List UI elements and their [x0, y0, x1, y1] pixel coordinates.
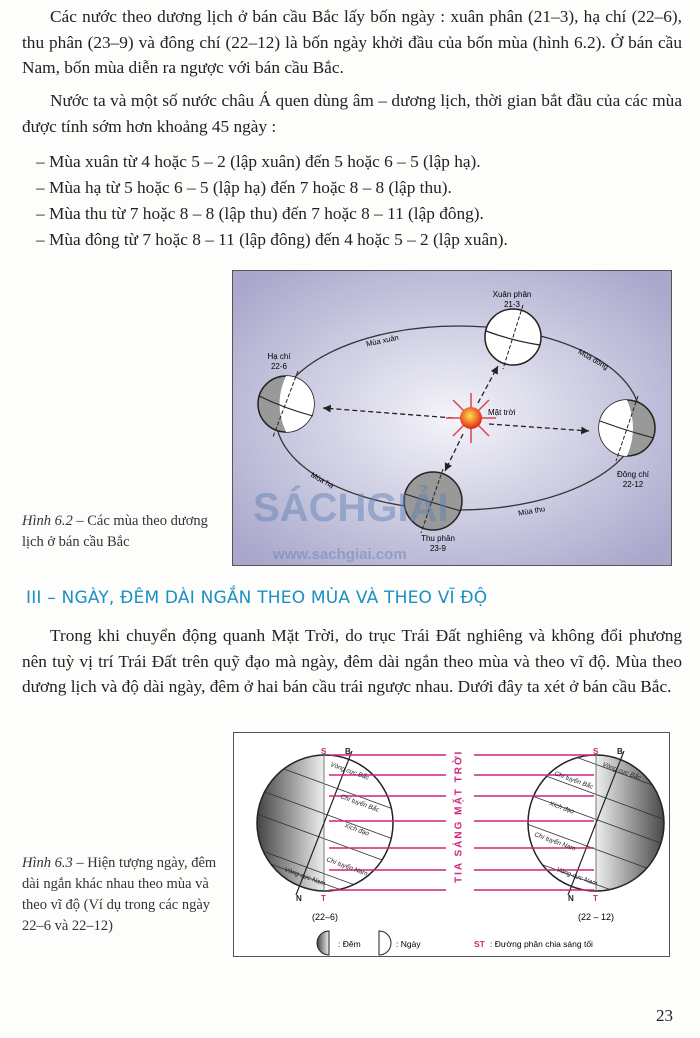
sun-rays — [329, 754, 594, 891]
globe-december — [527, 750, 665, 896]
legend-st: ST — [474, 939, 486, 949]
label-dong-chi-date: 22-12 — [623, 480, 644, 489]
label-thu-phan-date: 23-9 — [430, 544, 447, 553]
paragraph-text: Nước ta và một số nước châu Á quen dùng … — [22, 91, 682, 136]
paragraph-text: Các nước theo dương lịch ở bán cầu Bắc l… — [22, 7, 682, 77]
label-ha-chi-date: 22-6 — [271, 362, 288, 371]
label-chi-tuyen-bac-right: Chí tuyến Bắc — [553, 768, 595, 791]
label-chi-tuyen-nam-right: Chí tuyến Nam — [533, 830, 577, 853]
watermark-logo: SÁCHGIẢI — [253, 484, 449, 530]
figure-6-3-caption: Hình 6.3 – Hiện tượng ngày, đêm dài ngắn… — [22, 853, 217, 937]
label-vong-cuc-bac-left: Vòng cực Bắc — [329, 759, 371, 782]
figure-seasons-orbit: Mặt trời — [232, 270, 672, 566]
caption-label: Hình 6.2 — [22, 513, 73, 529]
date-june: (22–6) — [312, 912, 338, 922]
legend-night: : Đêm — [338, 939, 361, 949]
sun-icon — [446, 393, 496, 443]
label-b-left: B — [345, 747, 351, 756]
figure-day-night: TIA SÁNG MẶT TRỜI S T S T B N B N Vòng c… — [233, 732, 670, 957]
rays-label: TIA SÁNG MẶT TRỜI — [452, 750, 465, 883]
label-n-left: N — [296, 894, 302, 903]
earth-thu-phan — [403, 468, 463, 534]
paragraph-intro: Các nước theo dương lịch ở bán cầu Bắc l… — [22, 4, 682, 81]
caption-text: – Hiện tượng ngày, đêm dài ngắn khác nha… — [22, 855, 217, 934]
caption-label: Hình 6.3 — [22, 855, 73, 871]
night-legend-icon — [316, 930, 330, 956]
label-xuan-phan-date: 21-3 — [504, 300, 521, 309]
figure-6-2-caption: Hình 6.2 – Các mùa theo dương lịch ở bán… — [22, 511, 222, 553]
label-dong-chi: Đông chí — [617, 470, 650, 479]
paragraph-lunar: Nước ta và một số nước châu Á quen dùng … — [22, 88, 682, 139]
earth-dong-chi — [598, 395, 656, 462]
paragraph-text: Trong khi chuyển động quanh Mặt Trời, do… — [22, 626, 682, 696]
legend-st-text: : Đường phân chia sáng tối — [490, 939, 593, 949]
date-december: (22 – 12) — [578, 912, 614, 922]
label-thu-phan: Thu phân — [421, 534, 455, 543]
label-ha-chi: Hạ chí — [267, 352, 291, 361]
label-xich-dao-right: Xích đạo — [547, 800, 575, 816]
label-chi-tuyen-nam-left: Chí tuyến Nam — [325, 855, 369, 878]
section-heading: III – NGÀY, ĐÊM DÀI NGẮN THEO MÙA VÀ THE… — [26, 588, 488, 608]
label-n-right: N — [568, 894, 574, 903]
earth-xuan-phan — [484, 304, 542, 370]
bullet-autumn: – Mùa thu từ 7 hoặc 8 – 8 (lập thu) đến … — [36, 204, 484, 223]
paragraph-section: Trong khi chuyển động quanh Mặt Trời, do… — [22, 623, 682, 700]
legend: : Đêm : Ngày ST : Đường phân chia sáng t… — [316, 930, 593, 956]
earth-ha-chi — [257, 370, 315, 438]
label-xuan-phan: Xuân phân — [493, 290, 532, 299]
bullet-winter: – Mùa đông từ 7 hoặc 8 – 11 (lập đông) đ… — [36, 230, 508, 249]
label-s-right: S — [593, 747, 599, 756]
label-t-right: T — [593, 894, 598, 903]
sun-label: Mặt trời — [488, 408, 516, 417]
caption-text: – Các mùa theo dương lịch ở bán cầu Bắc — [22, 513, 208, 550]
watermark-url: www.sachgiai.com — [272, 546, 407, 563]
bullet-spring: – Mùa xuân từ 4 hoặc 5 – 2 (lập xuân) đế… — [36, 152, 481, 171]
label-xich-dao-left: Xích đạo — [342, 822, 370, 838]
page-number: 23 — [656, 1006, 673, 1025]
bullet-summer: – Mùa hạ từ 5 hoặc 6 – 5 (lập hạ) đến 7 … — [36, 178, 452, 197]
label-t-left: T — [321, 894, 326, 903]
label-s-left: S — [321, 747, 327, 756]
label-b-right: B — [617, 747, 623, 756]
legend-day: : Ngày — [396, 939, 421, 949]
day-legend-icon — [378, 930, 392, 956]
